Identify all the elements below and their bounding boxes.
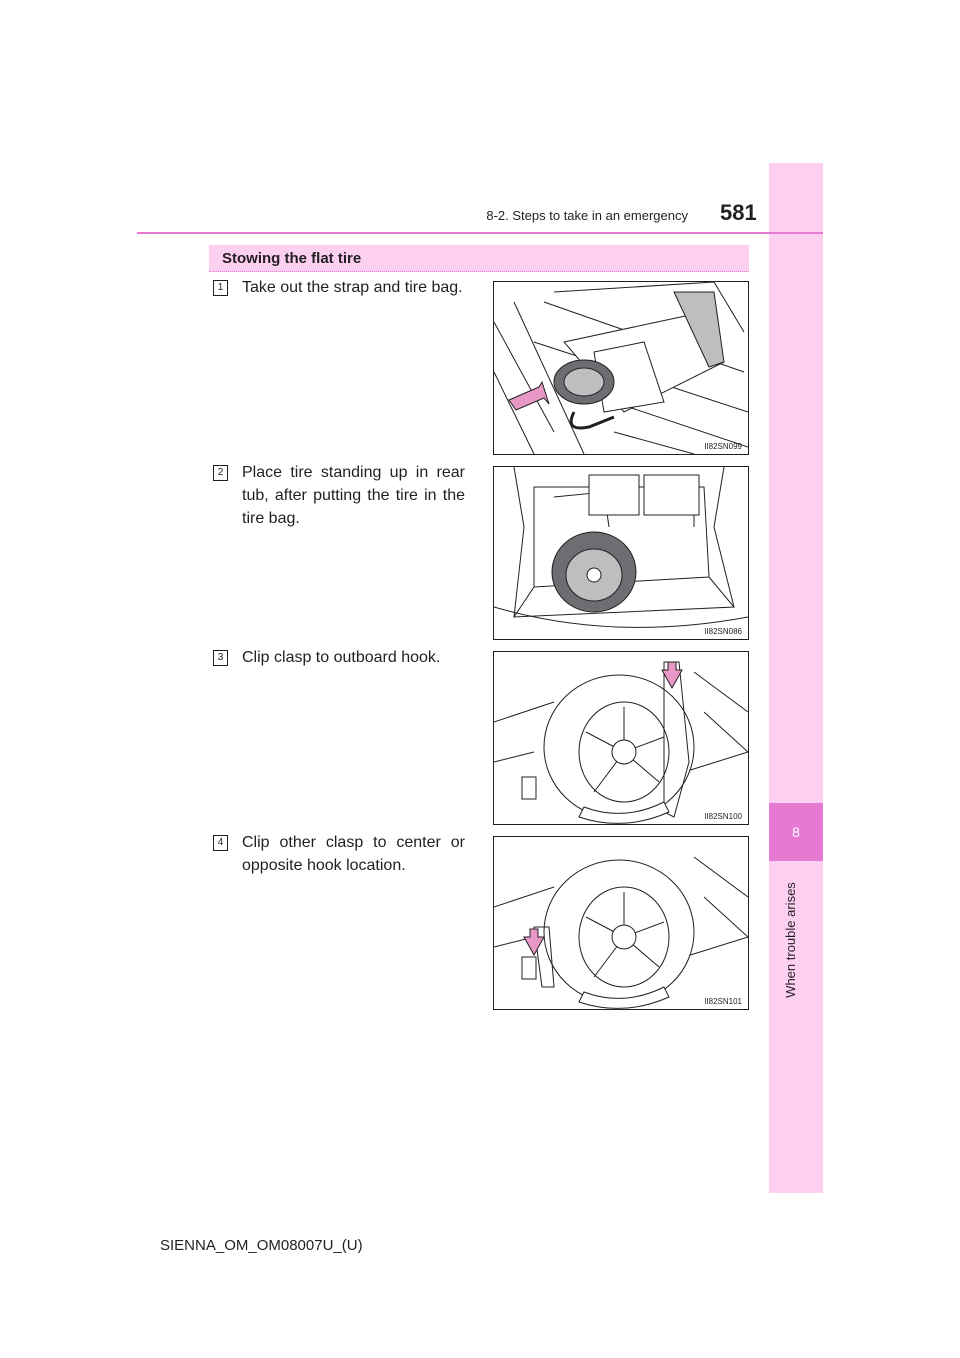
figure-4-center-hook: II82SN101 bbox=[493, 836, 749, 1010]
chapter-number-badge: 8 bbox=[769, 803, 823, 861]
step-1-number: 1 bbox=[213, 280, 228, 296]
side-chapter-tab bbox=[769, 163, 823, 1193]
header-rule bbox=[137, 232, 823, 234]
section-title-bar: Stowing the flat tire bbox=[209, 245, 749, 272]
step-3-number: 3 bbox=[213, 650, 228, 666]
step-2-number: 2 bbox=[213, 465, 228, 481]
step-4-number: 4 bbox=[213, 835, 228, 851]
chapter-label: When trouble arises bbox=[783, 882, 798, 998]
figure-1-strap-and-bag: II82SN099 bbox=[493, 281, 749, 455]
step-4-text: Clip other clasp to center or opposite h… bbox=[242, 834, 465, 874]
figure-3-code: II82SN100 bbox=[704, 812, 742, 821]
step-1-text: Take out the strap and tire bag. bbox=[242, 279, 463, 296]
figure-4-illustration bbox=[494, 856, 748, 1009]
figure-1-code: II82SN099 bbox=[704, 442, 742, 451]
figure-1-illustration bbox=[494, 282, 748, 454]
figure-3-outboard-hook: II82SN100 bbox=[493, 651, 749, 825]
figure-2-tire-in-rear-tub: II82SN086 bbox=[493, 466, 749, 640]
figure-2-code: II82SN086 bbox=[704, 627, 742, 636]
section-title: Stowing the flat tire bbox=[222, 250, 362, 267]
running-header: 8-2. Steps to take in an emergency bbox=[486, 208, 688, 223]
figure-3-illustration bbox=[494, 661, 748, 824]
document-footer: SIENNA_OM_OM08007U_(U) bbox=[160, 1237, 363, 1254]
figure-2-illustration bbox=[494, 467, 748, 628]
step-3-text: Clip clasp to outboard hook. bbox=[242, 649, 441, 666]
step-2-text: Place tire standing up in rear tub, afte… bbox=[242, 464, 465, 527]
page-number: 581 bbox=[720, 200, 757, 225]
figure-4-code: II82SN101 bbox=[704, 997, 742, 1006]
